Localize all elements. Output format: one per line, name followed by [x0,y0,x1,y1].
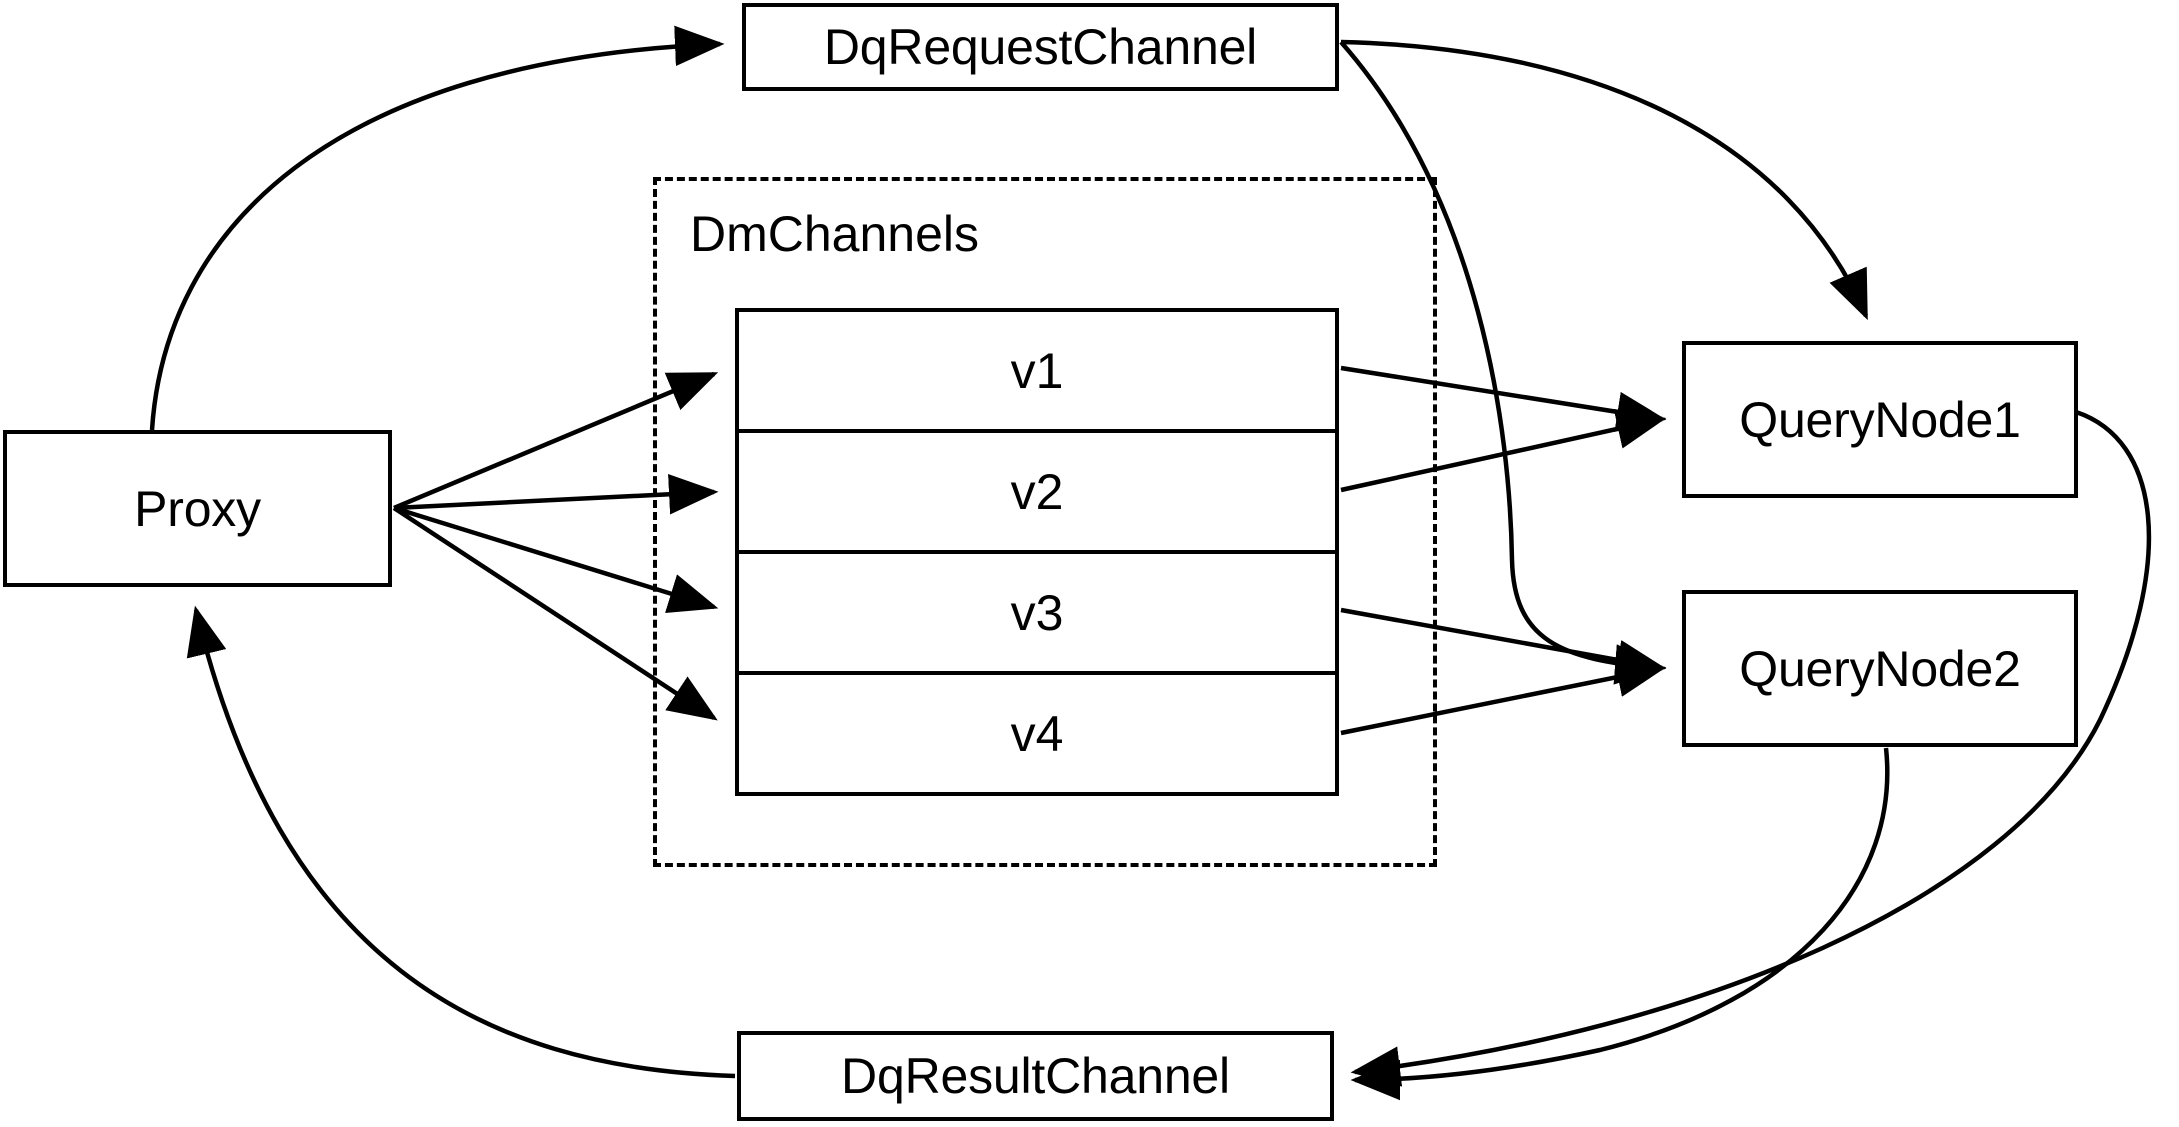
edge-v2-to-query-node-1 [1340,408,1667,493]
edge-dq-request-channel-to-query-node-1 [1340,39,1869,321]
node-query-node-2[interactable]: QueryNode2 [1682,590,2078,747]
edge-query-node-2-to-dq-result-channel [1350,747,1890,1101]
node-dq-result-channel[interactable]: DqResultChannel [737,1031,1334,1121]
node-query-node-1[interactable]: QueryNode1 [1682,341,2078,498]
node-dq-request-channel[interactable]: DqRequestChannel [742,3,1339,91]
vchannel-label-v2: v2 [1010,463,1064,520]
edge-proxy-to-v4 [392,506,718,721]
edge-v3-to-query-node-2 [1340,607,1667,680]
node-proxy[interactable]: Proxy [3,430,392,587]
vchannel-stack: v1 v2 v3 v4 [735,308,1339,796]
node-proxy-label: Proxy [134,480,261,537]
vchannel-label-v4: v4 [1010,705,1064,762]
dm-channels-group-label: DmChannels [690,206,980,262]
edge-dq-result-channel-to-proxy [186,605,736,1079]
vchannel-row-v2[interactable]: v2 [739,433,1335,554]
vchannel-row-v1[interactable]: v1 [739,312,1335,433]
node-dq-request-channel-label: DqRequestChannel [823,19,1258,75]
vchannel-label-v1: v1 [1010,342,1064,399]
vchannel-row-v4[interactable]: v4 [739,675,1335,792]
edge-proxy-to-dq-request-channel [149,25,725,431]
edge-proxy-to-v1 [393,371,719,511]
edge-proxy-to-v3 [393,505,719,614]
vchannel-label-v3: v3 [1010,584,1064,641]
node-query-node-2-label: QueryNode2 [1739,640,2021,697]
edge-proxy-to-v2 [393,474,719,515]
vchannel-row-v3[interactable]: v3 [739,554,1335,675]
node-query-node-1-label: QueryNode1 [1739,391,2021,448]
edge-query-node-1-to-dq-result-channel [1350,409,2152,1087]
edge-v4-to-query-node-2 [1340,657,1667,736]
edge-v1-to-query-node-1 [1340,365,1667,432]
node-dq-result-channel-label: DqResultChannel [841,1048,1230,1104]
dm-channels-group: DmChannels [653,177,1437,867]
